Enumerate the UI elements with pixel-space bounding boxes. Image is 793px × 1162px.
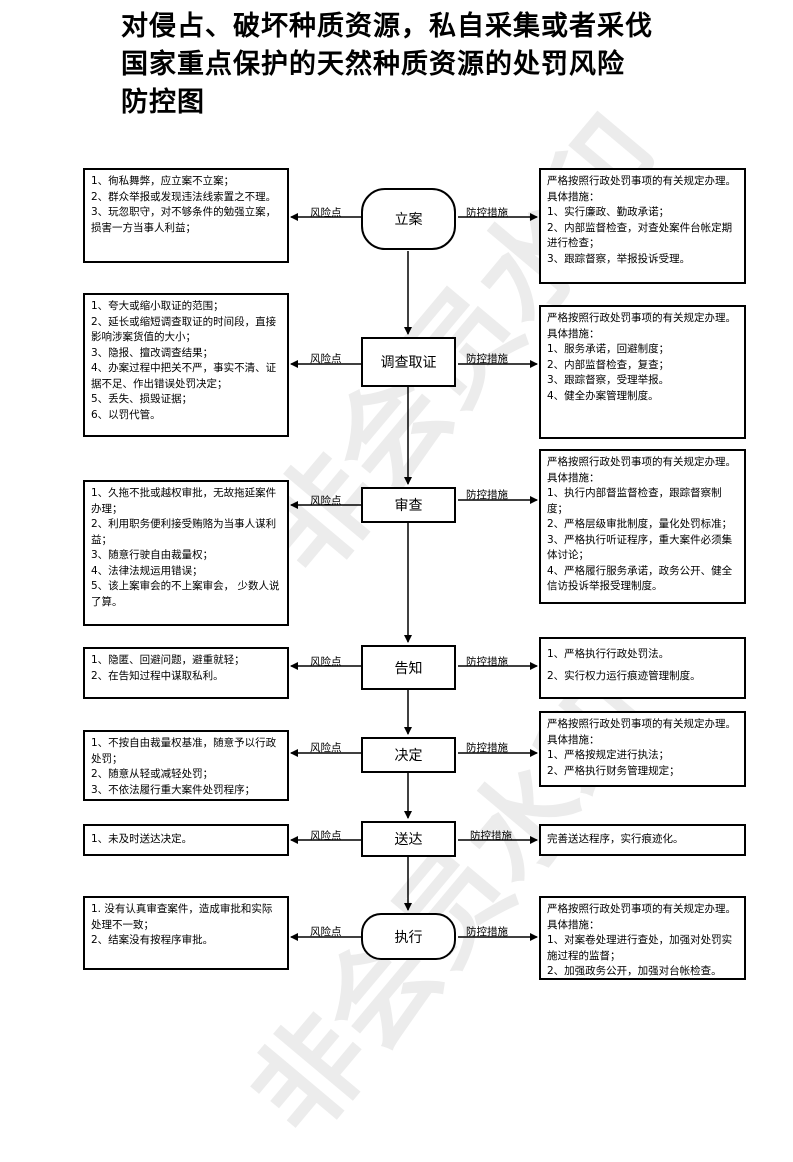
control-item: 完善送达程序，实行痕迹化。 <box>547 833 684 845</box>
risk-item: 1、徇私舞弊，应立案不立案； <box>91 175 235 187</box>
risk-label: 风险点 <box>310 742 342 754</box>
control-box-4: 1、严格执行行政处罚法。 2、实行权力运行痕迹管理制度。 <box>539 637 746 699</box>
risk-label: 风险点 <box>310 353 342 365</box>
control-item: 2、实行权力运行痕迹管理制度。 <box>547 669 701 682</box>
control-label: 防控措施 <box>466 207 508 219</box>
risk-item: 1、久拖不批或越权审批，无故拖延案件办理； <box>91 487 277 515</box>
risk-item: 1、未及时送达决定。 <box>91 833 193 845</box>
control-item: 1、服务承诺，回避制度； <box>547 343 670 355</box>
control-box-1: 严格按照行政处罚事项的有关规定办理。具体措施： 1、实行廉政、勤政承诺； 2、内… <box>539 168 746 284</box>
control-box-7: 严格按照行政处罚事项的有关规定办理。具体措施： 1、对案卷处理进行查处，加强对处… <box>539 896 746 980</box>
risk-box-3: 1、久拖不批或越权审批，无故拖延案件办理； 2、利用职务便利接受贿赂为当事人谋利… <box>83 480 289 626</box>
control-label: 防控措施 <box>466 353 508 365</box>
control-box-2: 严格按照行政处罚事项的有关规定办理。具体措施： 1、服务承诺，回避制度； 2、内… <box>539 305 746 439</box>
control-item: 3、跟踪督察，举报投诉受理。 <box>547 252 691 265</box>
step-node-3: 审查 <box>361 487 456 523</box>
step-node-1: 立案 <box>361 188 456 250</box>
control-label: 防控措施 <box>466 742 508 754</box>
risk-item: 2、在告知过程中谋取私利。 <box>91 669 224 682</box>
control-item: 1、实行廉政、勤政承诺； <box>547 206 670 218</box>
control-item: 1、严格执行行政处罚法。 <box>547 648 670 660</box>
risk-box-6: 1、未及时送达决定。 <box>83 824 289 856</box>
control-item: 2、严格执行财务管理规定； <box>547 764 680 777</box>
risk-label: 风险点 <box>310 830 342 842</box>
control-box-5: 严格按照行政处罚事项的有关规定办理。具体措施： 1、严格按规定进行执法； 2、严… <box>539 711 746 787</box>
risk-item: 1. 没有认真审查案件，造成审批和实际处理不一致； <box>91 903 273 931</box>
control-item: 严格按照行政处罚事项的有关规定办理。具体措施： <box>547 718 736 746</box>
step-node-7: 执行 <box>361 913 456 960</box>
control-item: 3、跟踪督察，受理举报。 <box>547 374 670 386</box>
control-label: 防控措施 <box>466 656 508 668</box>
risk-label: 风险点 <box>310 926 342 938</box>
control-item: 严格按照行政处罚事项的有关规定办理。具体措施： <box>547 312 736 340</box>
control-label: 防控措施 <box>470 830 512 842</box>
risk-item: 2、随意从轻或减轻处罚； <box>91 768 214 780</box>
risk-item: 3、玩忽职守，对不够条件的勉强立案，损害一方当事人利益； <box>91 206 277 234</box>
control-label: 防控措施 <box>466 489 508 501</box>
control-item: 严格按照行政处罚事项的有关规定办理。具体措施： <box>547 175 736 203</box>
risk-item: 6、以罚代管。 <box>91 408 161 421</box>
risk-box-2: 1、夸大或缩小取证的范围； 2、延长或缩短调查取证的时间段，直接影响涉案货值的大… <box>83 293 289 437</box>
risk-box-1: 1、徇私舞弊，应立案不立案； 2、群众举报或发现违法线索置之不理。 3、玩忽职守… <box>83 168 289 263</box>
step-node-5: 决定 <box>361 737 456 773</box>
risk-label: 风险点 <box>310 656 342 668</box>
risk-item: 2、结案没有按程序审批。 <box>91 934 214 946</box>
control-item: 2、内部监督检查，对查处案件台帐定期进行检查； <box>547 221 733 250</box>
risk-item: 4、办案过程中把关不严，事实不清、证据不足、作出错误处罚决定； <box>91 362 277 390</box>
control-item: 3、严格执行听证程序，重大案件必须集体讨论； <box>547 533 733 562</box>
control-box-6: 完善送达程序，实行痕迹化。 <box>539 824 746 856</box>
risk-item: 5、该上案审会的不上案审会， 少数人说了算。 <box>91 580 280 608</box>
risk-box-5: 1、不按自由裁量权基准，随意予以行政处罚； 2、随意从轻或减轻处罚； 3、不依法… <box>83 730 289 801</box>
step-node-6: 送达 <box>361 821 456 857</box>
risk-item: 3、随意行驶自由裁量权； <box>91 549 214 561</box>
risk-item: 1、隐匿、回避问题，避重就轻； <box>91 654 245 666</box>
risk-item: 5、丢失、损毁证据； <box>91 393 193 405</box>
diagram-title: 对侵占、破坏种质资源，私自采集或者采伐 国家重点保护的天然种质资源的处罚风险 防… <box>121 8 721 122</box>
control-item: 严格按照行政处罚事项的有关规定办理。具体措施： <box>547 456 736 484</box>
control-item: 2、内部监督检查，复查； <box>547 358 670 371</box>
control-box-3: 严格按照行政处罚事项的有关规定办理。具体措施： 1、执行内部督监督检查，跟踪督察… <box>539 449 746 604</box>
control-item: 4、严格履行服务承诺，政务公开、健全信访投诉举报受理制度。 <box>547 564 733 593</box>
risk-item: 1、夸大或缩小取证的范围； <box>91 300 224 312</box>
risk-label: 风险点 <box>310 207 342 219</box>
control-label: 防控措施 <box>466 926 508 938</box>
risk-item: 3、隐报、擅改调查结果； <box>91 346 214 359</box>
risk-item: 4、法律法规运用错误； <box>91 564 203 577</box>
control-item: 1、执行内部督监督检查，跟踪督察制度； <box>547 487 722 515</box>
risk-item: 2、延长或缩短调查取证的时间段，直接影响涉案货值的大小； <box>91 315 277 344</box>
risk-item: 2、利用职务便利接受贿赂为当事人谋利益； <box>91 518 277 546</box>
title-line-1: 对侵占、破坏种质资源，私自采集或者采伐 <box>121 11 653 42</box>
control-item: 2、加强政务公开，加强对台帐检查。 <box>547 965 722 977</box>
control-item: 1、对案卷处理进行查处，加强对处罚实施过程的监督； <box>547 934 733 962</box>
title-line-3: 防控图 <box>121 87 205 118</box>
risk-box-7: 1. 没有认真审查案件，造成审批和实际处理不一致； 2、结案没有按程序审批。 <box>83 896 289 970</box>
risk-label: 风险点 <box>310 495 342 507</box>
risk-item: 2、群众举报或发现违法线索置之不理。 <box>91 190 277 203</box>
control-item: 4、健全办案管理制度。 <box>547 389 659 402</box>
risk-item: 3、不依法履行重大案件处罚程序； <box>91 783 256 796</box>
risk-box-4: 1、隐匿、回避问题，避重就轻； 2、在告知过程中谋取私利。 <box>83 647 289 699</box>
control-item: 严格按照行政处罚事项的有关规定办理。具体措施： <box>547 903 736 931</box>
risk-item: 1、不按自由裁量权基准，随意予以行政处罚； <box>91 737 277 765</box>
step-node-4: 告知 <box>361 645 456 690</box>
control-item: 2、严格层级审批制度，量化处罚标准； <box>547 518 733 530</box>
connector-lines <box>290 213 538 941</box>
step-node-2: 调查取证 <box>361 337 456 387</box>
control-item: 1、严格按规定进行执法； <box>547 749 670 761</box>
title-line-2: 国家重点保护的天然种质资源的处罚风险 <box>121 49 625 80</box>
